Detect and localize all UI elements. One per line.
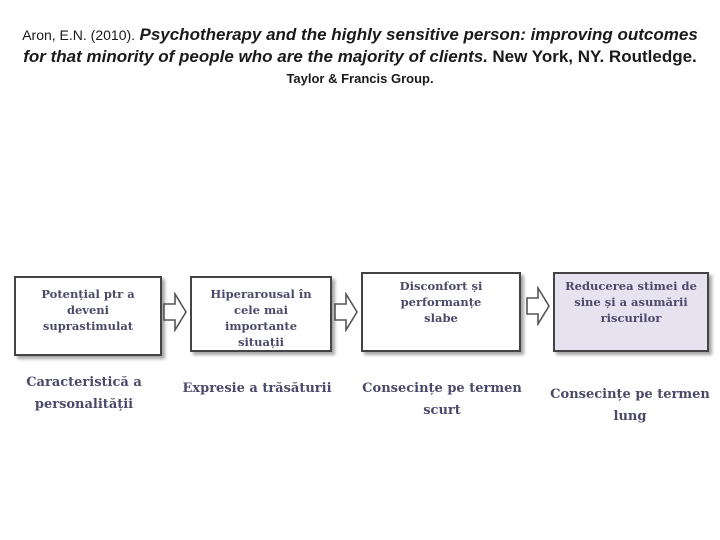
- box-line: performanțe: [400, 295, 482, 309]
- box-line: slabe: [424, 311, 458, 325]
- label-line: Caracteristică a: [26, 375, 142, 390]
- label-short-term-consequences: Consecințe pe termen scurt: [352, 378, 532, 422]
- label-line: lung: [613, 409, 647, 424]
- label-trait-expression: Expresie a trăsăturii: [172, 378, 342, 400]
- label-line: Consecințe pe termen: [362, 381, 522, 396]
- flow-box-potential: Potențial ptr a deveni suprastimulat: [14, 276, 162, 356]
- arrow-right-icon: [334, 292, 358, 332]
- citation-publisher-location: New York, NY. Routledge.: [492, 47, 697, 66]
- flow-box-discomfort: Disconfort și performanțe slabe: [361, 272, 521, 352]
- citation-title: Psychotherapy and the highly sensitive p…: [23, 25, 698, 66]
- arrow-right-icon: [526, 286, 550, 326]
- flow-box-reduced-self-esteem: Reducerea stimei de sine și a asumării r…: [553, 272, 709, 352]
- label-line: Expresie a trăsăturii: [182, 381, 332, 396]
- box-line: deveni: [66, 303, 110, 317]
- arrow-right-icon: [163, 292, 187, 332]
- box-line: riscurilor: [600, 311, 662, 325]
- citation-publisher-group: Taylor & Francis Group.: [286, 71, 434, 86]
- citation: Aron, E.N. (2010). Psychotherapy and the…: [20, 24, 700, 89]
- flow-box-hyperarousal: Hiperarousal în cele mai importante situ…: [190, 276, 332, 352]
- box-line: situații: [237, 335, 284, 349]
- label-line: scurt: [423, 403, 461, 418]
- box-line: Disconfort și: [399, 279, 483, 293]
- label-long-term-consequences: Consecințe pe termen lung: [542, 384, 718, 428]
- box-line: suprastimulat: [42, 319, 134, 333]
- label-personality-trait: Caracteristică a personalității: [14, 372, 154, 416]
- box-line: Potențial ptr a: [41, 287, 135, 301]
- box-line: importante: [224, 319, 298, 333]
- box-line: Hiperarousal în: [210, 287, 312, 301]
- box-line: cele mai: [233, 303, 288, 317]
- box-line: sine și a asumării: [574, 295, 688, 309]
- label-line: Consecințe pe termen: [550, 387, 710, 402]
- label-line: personalității: [34, 397, 134, 412]
- box-line: Reducerea stimei de: [565, 279, 697, 293]
- citation-authors-year: Aron, E.N. (2010).: [22, 27, 136, 43]
